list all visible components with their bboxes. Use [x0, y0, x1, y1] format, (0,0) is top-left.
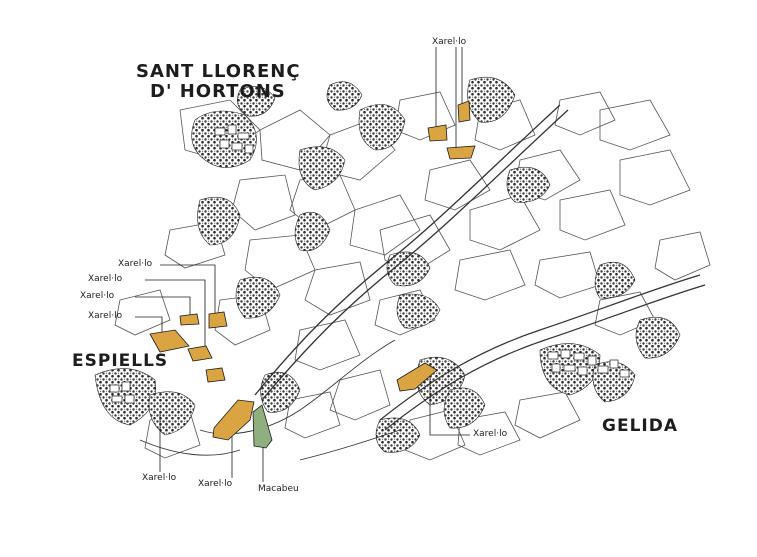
- label-xarello-north: Xarel·lo: [432, 37, 467, 47]
- leader-lines: [135, 47, 470, 482]
- label-xarello-south-1: Xarel·lo: [142, 473, 177, 483]
- village-blocks: [109, 124, 630, 404]
- town-sant-llorenc: SANT LLORENÇ D' HORTONS: [136, 62, 301, 102]
- xarello-parcels: [149, 100, 476, 441]
- label-xarello-south-2: Xarel·lo: [198, 479, 233, 489]
- label-xarello-4: Xarel·lo: [88, 311, 123, 321]
- label-macabeu: Macabeu: [258, 484, 299, 494]
- label-xarello-gelida: Xarel·lo: [473, 429, 508, 439]
- town-gelida: GELIDA: [602, 416, 678, 436]
- label-xarello-2: Xarel·lo: [88, 274, 123, 284]
- town-espiells: ESPIELLS: [72, 351, 169, 371]
- macabeu-parcel: [252, 404, 273, 449]
- label-xarello-3: Xarel·lo: [80, 291, 115, 301]
- town-sant-llorenc-line2: D' HORTONS: [150, 80, 286, 102]
- town-sant-llorenc-line1: SANT LLORENÇ: [136, 61, 301, 82]
- label-xarello-1: Xarel·lo: [118, 259, 153, 269]
